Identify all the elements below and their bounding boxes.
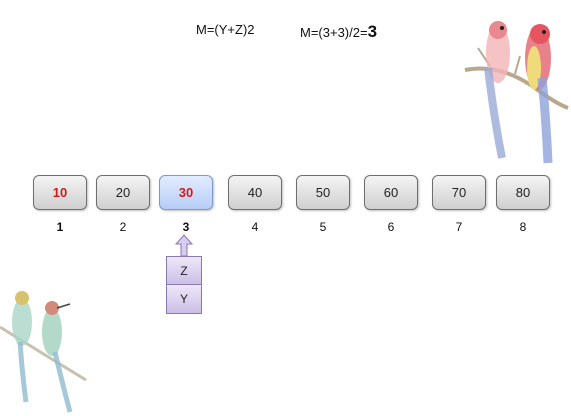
formula-result: 3 [367, 22, 378, 41]
array-index-5: 5 [319, 220, 327, 234]
array-cell-6: 60 [364, 175, 418, 210]
array-cell-5: 50 [296, 175, 350, 210]
array-index-2: 2 [119, 220, 127, 234]
array-index-7: 7 [455, 220, 463, 234]
array-cell-1: 10 [33, 175, 87, 210]
array-cell-4: 40 [228, 175, 282, 210]
pointer-up-arrow-icon [175, 234, 193, 257]
array-cell-2: 20 [96, 175, 150, 210]
array-index-1: 1 [56, 220, 64, 234]
array-index-8: 8 [519, 220, 527, 234]
formula-specific-text: M=(3+3)/2= [300, 25, 368, 40]
array-cell-7: 70 [432, 175, 486, 210]
pointer-y-box: Y [166, 284, 202, 314]
array-cell-3: 30 [159, 175, 213, 210]
bee-eater-illustration [0, 291, 87, 413]
formula-specific: M=(3+3)/2=3 [300, 22, 377, 42]
parrot-illustration [464, 21, 569, 164]
array-index-3: 3 [182, 220, 190, 234]
pointer-z-box: Z [166, 256, 202, 286]
array-index-4: 4 [251, 220, 259, 234]
array-index-6: 6 [387, 220, 395, 234]
formula-general: M=(Y+Z)2 [196, 22, 255, 37]
array-cell-8: 80 [496, 175, 550, 210]
